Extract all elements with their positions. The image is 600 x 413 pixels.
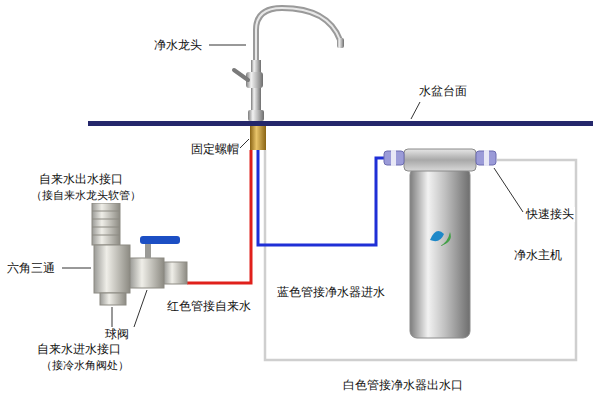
part-label: 自来水进水接口 — [36, 342, 122, 357]
red-pipe — [187, 150, 251, 283]
blue-pipe — [258, 150, 385, 245]
filter-housing — [410, 168, 470, 338]
leader-line — [240, 139, 249, 148]
part-label: 净水主机 — [513, 248, 563, 263]
part-label: 固定螺帽 — [190, 142, 240, 157]
leader-line — [209, 45, 246, 46]
leader-line — [411, 102, 420, 119]
part-label: 快速接头 — [525, 207, 575, 222]
quick-connector — [384, 151, 404, 165]
faucet — [234, 8, 344, 121]
part-label: （接冷水角阀处） — [40, 358, 130, 373]
valve-outlet — [164, 262, 187, 284]
faucet-tip — [337, 38, 344, 48]
quick-connector-ring — [484, 150, 489, 166]
quick-connector-ring — [391, 150, 396, 166]
tee-body — [94, 245, 130, 293]
faucet-spout — [256, 8, 340, 62]
faucet-handle — [234, 70, 248, 80]
tee-inlet — [100, 293, 126, 305]
valve-handle — [140, 236, 180, 244]
faucet-spout-shine — [256, 8, 340, 62]
hex-tee — [92, 195, 130, 305]
filter-logo — [430, 231, 444, 241]
fixing-nut — [250, 126, 266, 150]
faucet-base — [248, 110, 264, 121]
part-label: 球阀 — [104, 327, 130, 342]
valve-body — [130, 258, 164, 288]
leader-line — [134, 290, 147, 327]
filter-cap — [404, 149, 476, 171]
part-label: （接自来水龙头软管） — [30, 188, 142, 203]
filter-unit — [384, 149, 496, 338]
countertop — [88, 121, 593, 126]
filter-logo — [440, 232, 451, 246]
leader-line — [62, 268, 91, 269]
valve-stem — [145, 244, 151, 258]
thread-lines — [92, 203, 120, 235]
part-label: 蓝色管接净水器进水 — [276, 285, 386, 300]
quick-connector — [476, 151, 496, 165]
part-label: 六角三通 — [6, 261, 56, 276]
leader-line — [494, 168, 523, 212]
part-label: 红色管接自来水 — [166, 299, 252, 314]
white-pipe — [265, 150, 576, 360]
ball-valve — [130, 236, 187, 288]
part-label: 净水龙头 — [153, 38, 203, 53]
part-label: 白色管接净水器出水口 — [342, 378, 464, 393]
part-label: 水盆台面 — [418, 84, 468, 99]
part-label: 自来水出水接口 — [38, 172, 124, 187]
